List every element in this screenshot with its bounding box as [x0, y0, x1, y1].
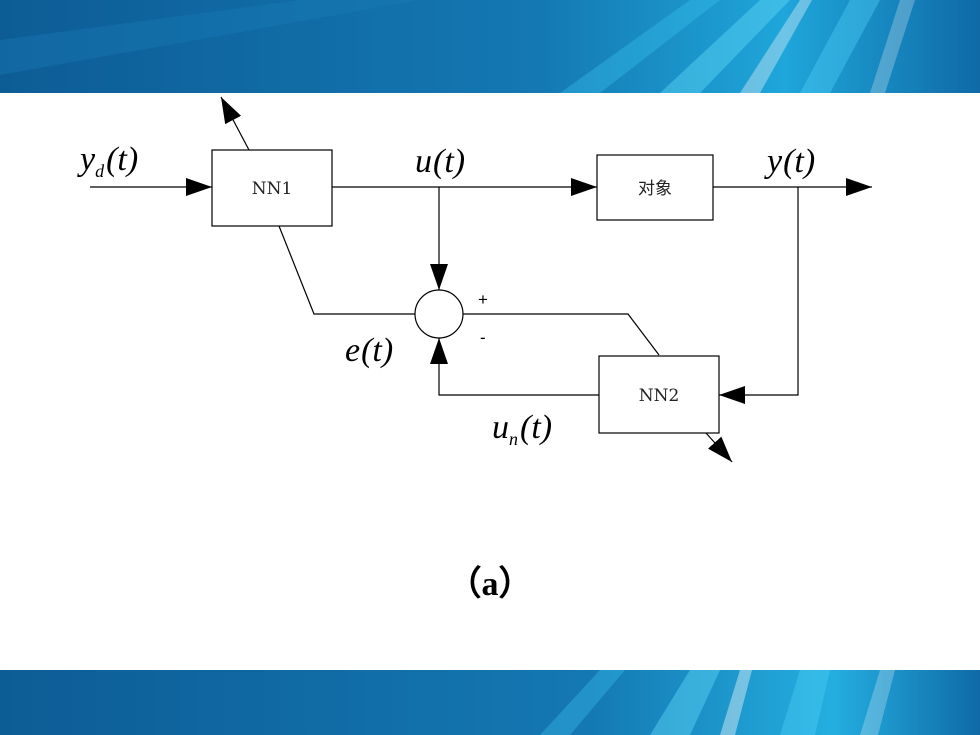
un-signal-line — [430, 338, 599, 396]
error-line-nn1 — [278, 225, 415, 315]
nn2-label: NN2 — [639, 386, 680, 406]
y-label: y(t) — [764, 143, 815, 180]
nn1-adapt-arrow — [220, 96, 250, 151]
nn1-block — [211, 149, 333, 227]
minus-sign: - — [480, 328, 486, 347]
yd-label: yd(t) — [77, 141, 138, 181]
footer-band — [0, 670, 980, 735]
plant-block — [596, 154, 714, 221]
nn2-block — [598, 355, 720, 434]
error-line-nn2 — [463, 313, 660, 356]
figure-caption: （a） — [447, 566, 533, 603]
header-band — [0, 0, 980, 93]
nn2-adapt-arrow — [705, 432, 733, 463]
summing-junction — [414, 289, 464, 339]
u-label: u(t) — [415, 143, 465, 180]
nn1-label: NN1 — [252, 179, 293, 199]
plus-sign: + — [478, 290, 488, 309]
e-label: e(t) — [345, 332, 393, 369]
feedback-line — [719, 187, 799, 404]
plant-label: 对象 — [638, 179, 672, 199]
un-label: un(t) — [492, 409, 552, 449]
